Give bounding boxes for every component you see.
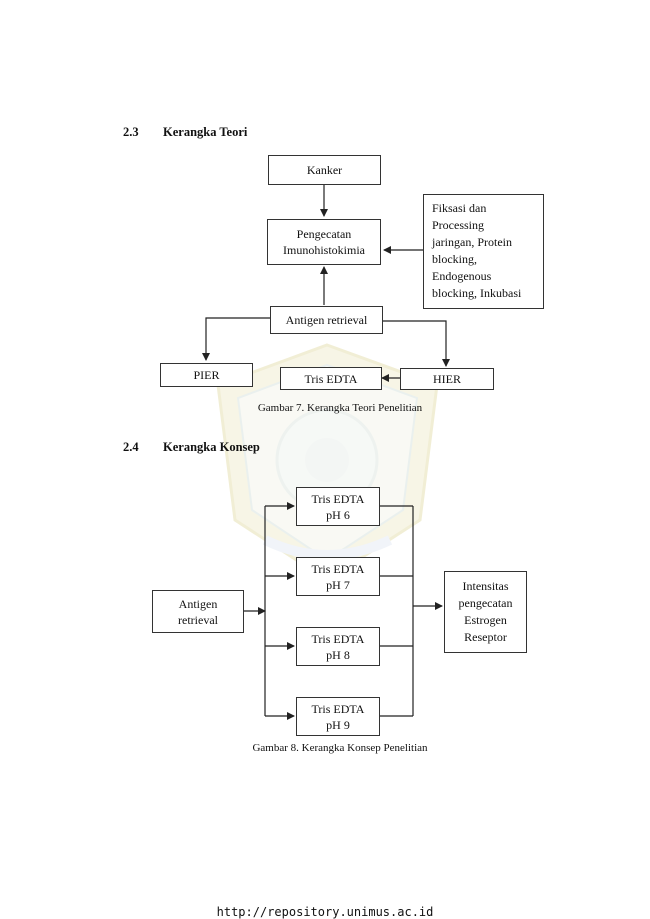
ph-label: pH 9 (326, 717, 350, 732)
box-antigen-retrieval: Antigen retrieval (270, 306, 383, 334)
fiksasi-line: Processing (432, 218, 484, 232)
box-tris-edta-ph6: Tris EDTA pH 6 (296, 487, 380, 526)
pengecatan-line-2: Imunohistokimia (283, 243, 365, 257)
intensitas-line: pengecatan (458, 596, 513, 610)
box-fiksasi: Fiksasi dan Processing jaringan, Protein… (423, 194, 544, 309)
section-2-3-number: 2.3 (123, 125, 139, 139)
box-antigen-retrieval-2: Antigen retrieval (152, 590, 244, 633)
box-pier: PIER (160, 363, 253, 387)
box-tris-edta-ph7: Tris EDTA pH 7 (296, 557, 380, 596)
ph-label: pH 6 (326, 507, 350, 522)
pengecatan-line-1: Pengecatan (296, 227, 352, 241)
box-kanker: Kanker (268, 155, 381, 185)
fiksasi-line: blocking, (432, 252, 477, 266)
fiksasi-line: jaringan, Protein (432, 235, 512, 249)
fiksasi-line: Fiksasi dan (432, 201, 487, 215)
tris-label: Tris EDTA (311, 491, 365, 506)
box-pengecatan: Pengecatan Imunohistokimia (267, 219, 381, 265)
section-2-4-title: Kerangka Konsep (163, 440, 260, 454)
section-2-3-title: Kerangka Teori (163, 125, 248, 139)
repository-url-footer: http://repository.unimus.ac.id (216, 905, 434, 919)
ph-label: pH 8 (326, 647, 350, 662)
section-2-4-number: 2.4 (123, 440, 139, 454)
intensitas-line: Reseptor (464, 630, 507, 644)
ph-label: pH 7 (326, 577, 350, 592)
tris-label: Tris EDTA (311, 561, 365, 576)
box-hier: HIER (400, 368, 494, 390)
fiksasi-line: blocking, Inkubasi (432, 286, 522, 300)
intensitas-line: Intensitas (462, 579, 509, 593)
antigen-line-2: retrieval (178, 612, 218, 627)
intensitas-line: Estrogen (464, 613, 507, 627)
figure-7-caption: Gambar 7. Kerangka Teori Penelitian (257, 402, 423, 414)
box-tris-edta-ph9: Tris EDTA pH 9 (296, 697, 380, 736)
box-tris-edta: Tris EDTA (280, 367, 382, 390)
fiksasi-line: Endogenous (432, 269, 492, 283)
box-intensitas: Intensitas pengecatan Estrogen Reseptor (444, 571, 527, 653)
box-tris-edta-ph8: Tris EDTA pH 8 (296, 627, 380, 666)
tris-label: Tris EDTA (311, 631, 365, 646)
tris-label: Tris EDTA (311, 701, 365, 716)
figure-8-caption: Gambar 8. Kerangka Konsep Penelitian (252, 742, 428, 754)
antigen-line-1: Antigen (178, 596, 218, 611)
